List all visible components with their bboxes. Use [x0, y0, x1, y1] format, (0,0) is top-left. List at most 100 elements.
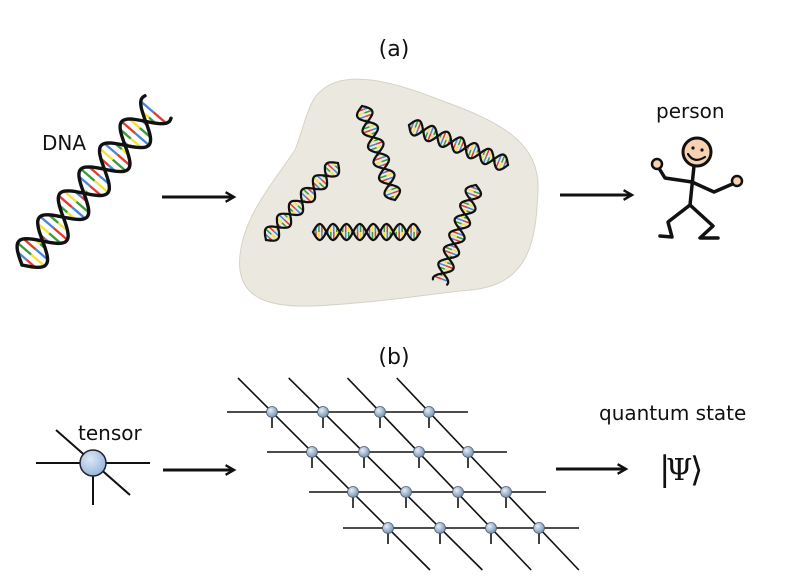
dna-strand	[407, 119, 510, 171]
base-pair	[265, 228, 272, 235]
base-pair	[456, 236, 465, 241]
ket-bar: |	[659, 449, 670, 489]
base-pair	[449, 233, 458, 238]
base-pair	[36, 222, 50, 235]
base-pair	[462, 219, 471, 224]
base-pair	[378, 174, 387, 179]
base-pair	[39, 215, 55, 230]
base-pair	[34, 248, 49, 261]
base-pair	[429, 126, 435, 135]
dna-strand	[355, 104, 402, 202]
base-pair	[294, 208, 302, 215]
tensor-label: tensor	[78, 421, 142, 445]
psi-symbol: Ψ	[666, 453, 692, 488]
base-pair	[457, 137, 463, 146]
base-pair	[465, 188, 474, 193]
base-pair	[381, 158, 390, 163]
base-pair	[362, 129, 371, 134]
base-pair	[140, 100, 155, 114]
base-pair	[375, 140, 384, 146]
base-pair	[313, 177, 320, 184]
base-pair	[103, 142, 118, 156]
helix-backbone	[437, 183, 483, 286]
tensor-node	[358, 446, 370, 458]
base-pair	[386, 172, 395, 177]
base-pair	[485, 148, 491, 157]
base-pair	[326, 162, 334, 170]
tensor-node	[434, 522, 446, 534]
base-pair	[332, 168, 339, 175]
base-pair	[63, 190, 78, 203]
base-pair	[455, 217, 464, 222]
ket-bracket: ⟩	[690, 450, 703, 490]
dna-label: DNA	[42, 131, 86, 155]
base-pair	[111, 158, 127, 172]
panel-a-label: (a)	[379, 37, 410, 62]
base-pair	[289, 202, 296, 210]
helix-backbone	[407, 123, 510, 171]
network-diagonal-bond	[237, 377, 431, 571]
helix-backbone	[360, 104, 397, 202]
tensor-network	[227, 377, 580, 571]
helix-backbone	[311, 222, 422, 242]
dna-strand	[431, 183, 483, 286]
base-pair	[356, 112, 365, 117]
base-pair	[284, 219, 291, 226]
base-pair	[152, 111, 167, 125]
network-diagonal-bond	[396, 377, 580, 571]
tensor-node	[347, 486, 359, 498]
base-pair	[93, 179, 109, 194]
quantum-state-label: quantum state	[599, 401, 746, 425]
base-pair	[52, 227, 69, 241]
tensor-node	[317, 406, 329, 418]
base-pair	[16, 242, 32, 256]
base-pair	[278, 214, 286, 221]
tensor-node	[462, 446, 474, 458]
base-pair	[426, 133, 432, 142]
tensor-node	[266, 406, 278, 418]
base-pair	[392, 189, 401, 194]
base-pair	[501, 154, 506, 163]
tensor-node	[423, 406, 435, 418]
base-pair	[364, 109, 373, 114]
base-pair	[22, 238, 37, 251]
base-pair	[454, 144, 460, 153]
base-pair	[459, 204, 468, 209]
base-pair	[134, 132, 150, 146]
base-pair	[498, 162, 503, 171]
tensor-node	[413, 446, 425, 458]
tensor-icon	[36, 429, 150, 505]
base-pair	[367, 143, 376, 148]
helix-backbone	[431, 183, 478, 281]
base-pair	[116, 153, 131, 167]
helix-backbone	[15, 94, 153, 267]
base-pair	[473, 190, 482, 195]
base-pair	[120, 120, 137, 135]
base-pair	[30, 253, 46, 267]
tensor-node	[382, 522, 394, 534]
base-pair	[473, 143, 478, 152]
base-pair	[318, 182, 326, 189]
dna-helix	[15, 94, 173, 269]
dna-strand	[311, 222, 422, 242]
psi-ket-symbol: | Ψ ⟩	[659, 449, 703, 490]
dna-strand	[263, 161, 341, 242]
base-pair	[71, 206, 86, 220]
tensor-node	[500, 486, 512, 498]
base-pair	[384, 192, 393, 197]
base-pair	[370, 127, 379, 132]
person-icon	[650, 136, 744, 240]
base-pair	[75, 200, 90, 214]
helix-backbone	[407, 119, 510, 167]
base-pair	[57, 194, 73, 208]
base-pair	[411, 127, 416, 136]
dna-strands-group	[263, 104, 510, 286]
base-pair	[414, 119, 419, 128]
tensor-node	[374, 406, 386, 418]
tensor-node	[533, 522, 545, 534]
base-pair	[438, 262, 447, 267]
base-pair	[482, 155, 488, 164]
tensor-node	[306, 446, 318, 458]
person-label: person	[656, 99, 725, 123]
